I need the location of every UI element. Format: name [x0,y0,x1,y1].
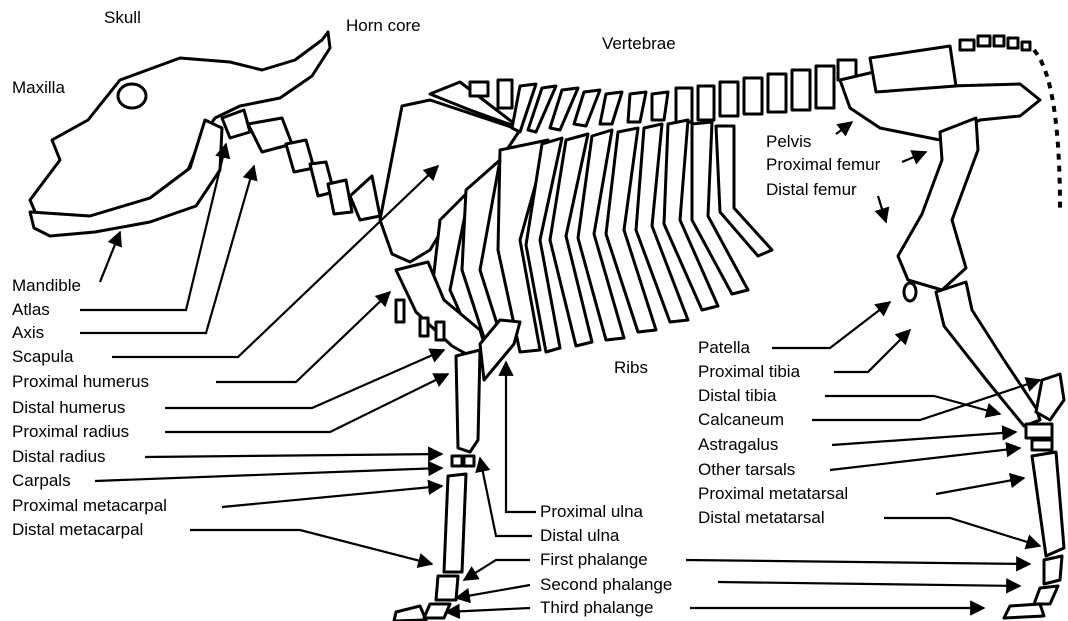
label-ribs: Ribs [614,358,648,378]
label-vertebrae: Vertebrae [602,34,676,54]
label-maxilla: Maxilla [12,78,65,98]
label-second-phalange: Second phalange [540,575,672,595]
label-astragalus: Astragalus [698,435,778,455]
patella-pointer [772,302,890,348]
proximal-ulna-pointer [506,362,536,512]
label-proximal-ulna: Proximal ulna [540,502,643,522]
proximal-metacarpal-pointer [222,486,442,507]
carpals-pointer [95,468,442,481]
distal-femur-pointer [878,196,886,222]
second-phalange-right-pointer [718,582,1020,586]
label-carpals: Carpals [12,471,71,491]
label-proximal-radius: Proximal radius [12,422,129,442]
label-proximal-tibia: Proximal tibia [698,362,800,382]
distal-metatarsal-pointer [884,518,1040,546]
label-other-tarsals: Other tarsals [698,460,795,480]
proximal-humerus-pointer [216,292,390,382]
label-proximal-humerus: Proximal humerus [12,372,149,392]
proximal-metatarsal-pointer [936,478,1024,494]
label-proximal-metacarpal: Proximal metacarpal [12,496,167,516]
label-distal-ulna: Distal ulna [540,526,619,546]
first-phalange-left-pointer [464,560,530,580]
atlas-pointer [80,144,226,310]
label-patella: Patella [698,338,750,358]
label-distal-femur: Distal femur [766,180,857,200]
label-distal-radius: Distal radius [12,447,106,467]
label-proximal-metatarsal: Proximal metatarsal [698,484,848,504]
scapula-pointer [112,166,438,357]
label-distal-humerus: Distal humerus [12,398,125,418]
distal-radius-pointer [145,454,442,457]
label-atlas: Atlas [12,300,50,320]
distal-metacarpal-pointer [190,530,432,564]
third-phalange-left-pointer [446,608,530,612]
first-phalange-right-pointer [686,560,1030,564]
label-proximal-femur: Proximal femur [766,155,880,175]
label-axis: Axis [12,323,44,343]
mandible-pointer [100,232,120,282]
label-distal-metacarpal: Distal metacarpal [12,520,143,540]
astragalus-pointer [832,432,1016,445]
proximal-femur-pointer [902,152,926,162]
distal-tibia-pointer [825,396,1000,414]
proximal-radius-pointer [165,374,448,432]
label-horn-core: Horn core [346,16,421,36]
label-calcaneum: Calcaneum [698,410,784,430]
label-distal-metatarsal: Distal metatarsal [698,508,825,528]
label-mandible: Mandible [12,276,81,296]
label-skull: Skull [104,8,141,28]
label-third-phalange: Third phalange [540,598,653,618]
label-first-phalange: First phalange [540,550,648,570]
label-scapula: Scapula [12,347,73,367]
pelvis-pointer [836,122,852,134]
axis-pointer [80,166,254,333]
other-tarsals-pointer [830,448,1020,470]
label-pelvis: Pelvis [766,132,811,152]
calcaneum-pointer [812,380,1040,420]
label-distal-tibia: Distal tibia [698,386,776,406]
distal-humerus-pointer [165,350,444,408]
second-phalange-left-pointer [456,585,530,598]
